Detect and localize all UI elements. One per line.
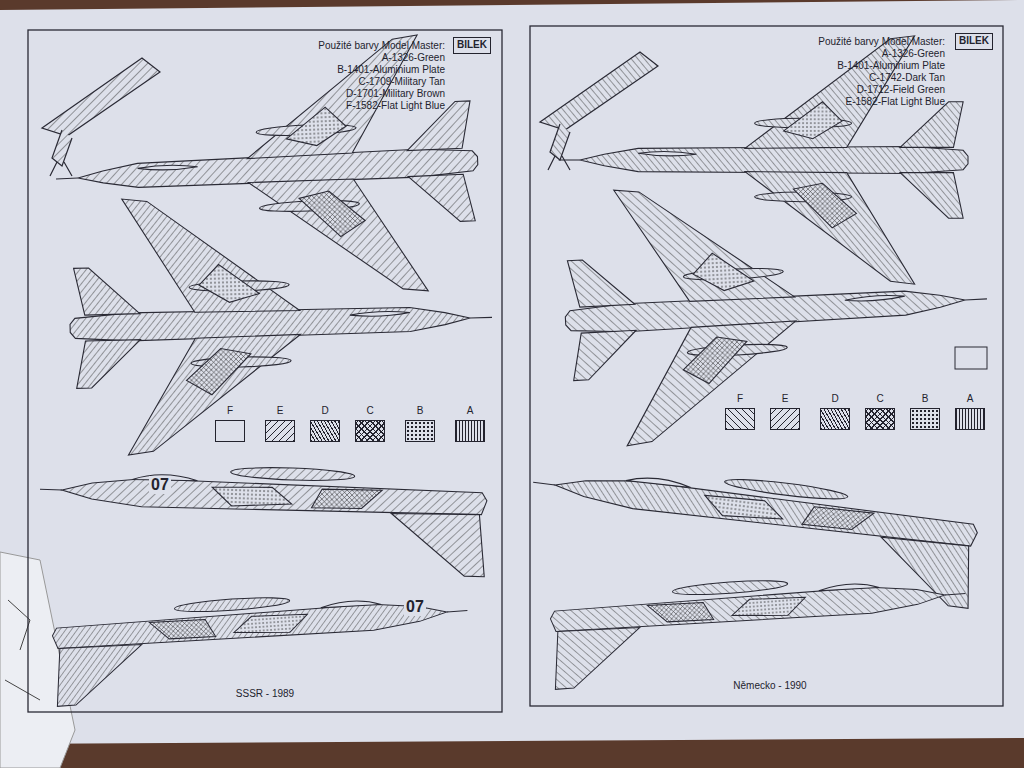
colour-item: F-1582-Flat Light Blue <box>346 100 445 112</box>
legend-entry: B <box>403 405 437 442</box>
legend-swatch <box>355 420 385 442</box>
legend-letter: F <box>723 393 757 405</box>
colour-item: A-1326-Green <box>882 48 945 60</box>
colour-item: C-1742-Dark Tan <box>869 72 945 84</box>
aircraft-number: 07 <box>149 476 171 494</box>
colour-item: C-1709-Military Tan <box>358 76 445 88</box>
legend-entry: C <box>353 405 387 442</box>
legend-entry: D <box>818 393 852 430</box>
legend-entry: A <box>953 393 987 430</box>
legend-swatch <box>910 408 940 430</box>
legend-swatch <box>310 420 340 442</box>
legend-swatch <box>725 408 755 430</box>
colour-item: D-1712-Field Green <box>857 84 945 96</box>
legend-letter: D <box>818 393 852 405</box>
legend-letter: B <box>908 393 942 405</box>
legend-swatch <box>265 420 295 442</box>
legend-entry: F <box>723 393 757 430</box>
legend-entry: C <box>863 393 897 430</box>
legend-swatch <box>820 408 850 430</box>
legend-entry: A <box>453 405 487 442</box>
brand-box: BILEK <box>453 37 491 54</box>
legend-letter: B <box>403 405 437 417</box>
legend-letter: F <box>213 405 247 417</box>
legend-swatch <box>770 408 800 430</box>
legend-entry: F <box>213 405 247 442</box>
legend-letter: C <box>863 393 897 405</box>
colour-item: D-1701-Military Brown <box>346 88 445 100</box>
colour-item: A-1326-Green <box>382 52 445 64</box>
legend-letter: E <box>263 405 297 417</box>
colour-item: E-1582-Flat Light Blue <box>845 96 945 108</box>
legend-entry: B <box>908 393 942 430</box>
legend-letter: C <box>353 405 387 417</box>
legend-letter: D <box>308 405 342 417</box>
brand-box: BILEK <box>955 33 993 50</box>
colour-heading: Použité barvy Model Master: <box>318 40 445 52</box>
legend-entry: E <box>263 405 297 442</box>
colour-item: B-1401-Aluminium Plate <box>837 60 945 72</box>
legend-swatch <box>955 408 985 430</box>
page-caption: SSSR - 1989 <box>236 688 294 700</box>
brand-text: BILEK <box>959 35 989 47</box>
legend-swatch <box>215 420 245 442</box>
legend-entry: D <box>308 405 342 442</box>
legend-swatch <box>455 420 485 442</box>
page-caption: Německo - 1990 <box>733 680 806 692</box>
legend-letter: A <box>453 405 487 417</box>
colour-heading: Použité barvy Model Master: <box>818 36 945 48</box>
legend-entry: E <box>768 393 802 430</box>
brand-text: BILEK <box>457 39 487 51</box>
aircraft-number: 07 <box>404 598 426 616</box>
legend-letter: E <box>768 393 802 405</box>
legend-swatch <box>405 420 435 442</box>
legend-swatch <box>865 408 895 430</box>
legend-letter: A <box>953 393 987 405</box>
colour-item: B-1401-Aluminium Plate <box>337 64 445 76</box>
